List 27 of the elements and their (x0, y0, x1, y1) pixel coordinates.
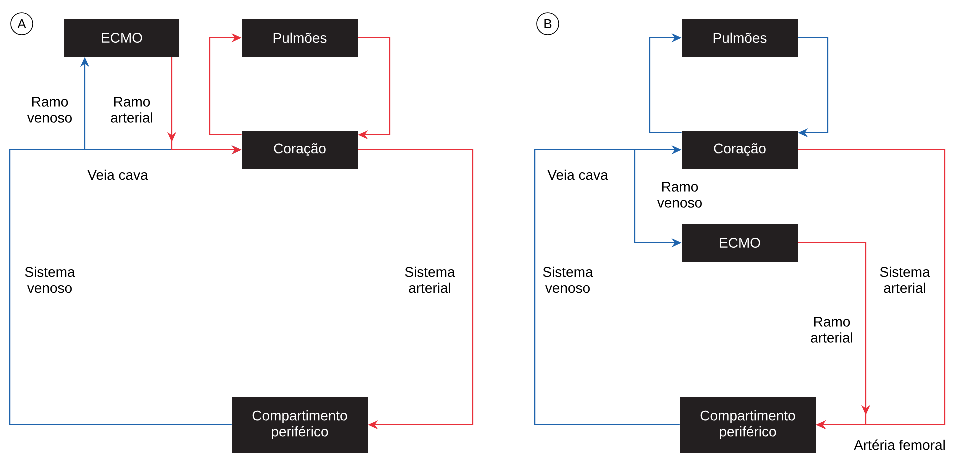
panel-letter: A (10, 12, 34, 36)
edge-label: Sistema arterial (405, 266, 456, 294)
edge-label: Ramo arterial (811, 317, 852, 343)
arrow (209, 33, 242, 136)
process-box: Pulmões (242, 19, 358, 57)
edge-label: Sistema venoso (25, 266, 76, 294)
arrow (358, 37, 391, 140)
process-box: Compartimento periférico (680, 397, 816, 453)
process-box: Coração (682, 131, 798, 169)
text-label: Veia cava (88, 170, 148, 180)
process-box: ECMO (682, 224, 798, 262)
edge-label: Sistema arterial (880, 266, 930, 294)
arrow (649, 33, 682, 134)
arrow (798, 37, 829, 138)
process-box: Compartimento periférico (232, 397, 368, 453)
edge-label: Ramo arterial (111, 97, 152, 123)
text-label: Artéria femoral (854, 440, 945, 450)
arrow (358, 149, 474, 430)
panel-letter: B (536, 12, 560, 36)
process-box: ECMO (64, 19, 180, 57)
process-box: Coração (242, 131, 358, 169)
text-label: Veia cava (548, 170, 608, 180)
edge-label: Ramo venoso (657, 182, 702, 208)
edge-label: Sistema venoso (543, 266, 594, 294)
edge-label: Ramo venoso (27, 97, 72, 123)
arrow (798, 242, 871, 430)
process-box: Pulmões (682, 19, 798, 57)
